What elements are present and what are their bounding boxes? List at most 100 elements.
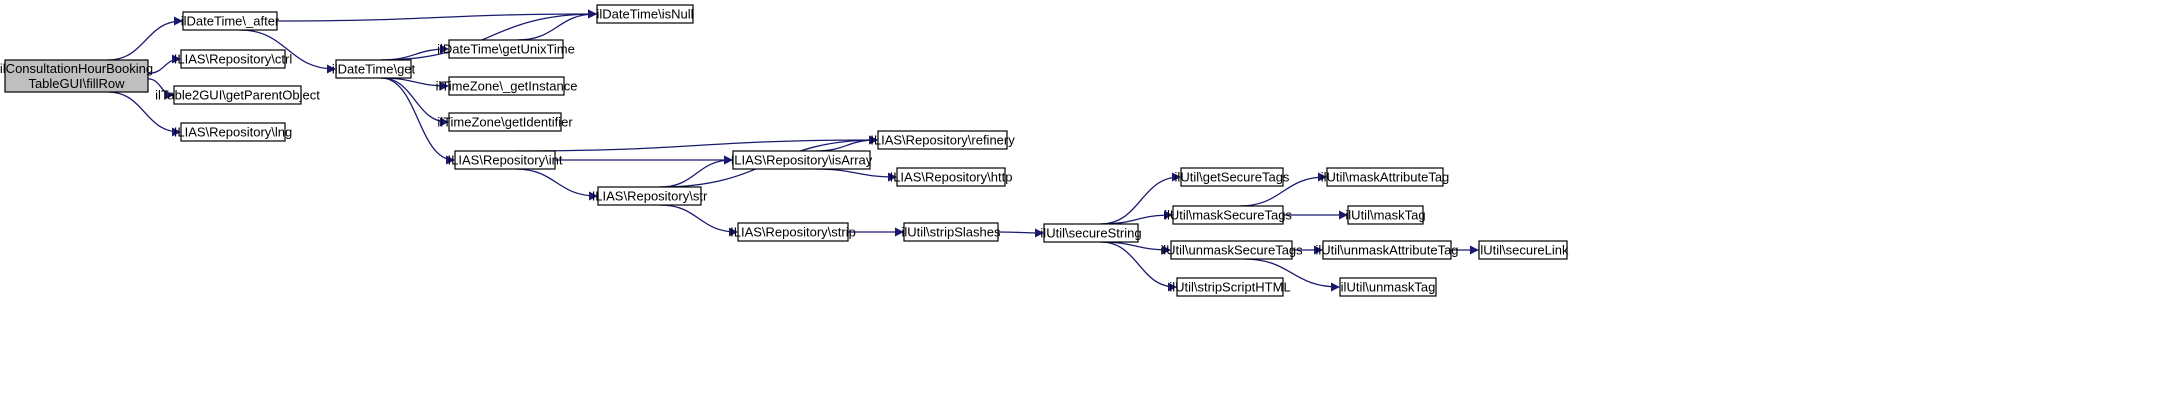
- node-label: ILIAS\Repository\strip: [730, 225, 856, 240]
- edge-arrow: [517, 9, 597, 41]
- node-label: ILIAS\Repository\ctrl: [174, 52, 293, 67]
- node-repo-refinery[interactable]: ILIAS\Repository\refinery: [870, 130, 1015, 150]
- node-tz-instance[interactable]: ilTimeZone\_getInstance: [436, 76, 578, 96]
- node-box: [1043, 223, 1139, 243]
- node-util-masktag[interactable]: ilUtil\maskTag: [1345, 205, 1426, 225]
- node-box: [597, 186, 702, 206]
- node-box: [180, 49, 286, 69]
- node-label: ilUtil\stripScriptHTML: [1169, 280, 1290, 295]
- edge-root-to-repo-ctrl: [147, 54, 181, 75]
- node-box: [1180, 167, 1284, 187]
- node-label: ilDateTime\getUnixTime: [437, 42, 575, 57]
- node-label: ilUtil\getSecureTags: [1175, 170, 1290, 185]
- node-dt-after[interactable]: ilDateTime\_after: [181, 11, 280, 31]
- node-label: ilDateTime\isNull: [596, 7, 693, 22]
- edge-arrow: [514, 168, 598, 201]
- edge-root-to-table2gui: [147, 78, 174, 100]
- node-repo-int[interactable]: ILIAS\Repository\int: [448, 150, 563, 170]
- node-repo-http[interactable]: ILIAS\Repository\http: [890, 167, 1013, 187]
- node-repo-ctrl[interactable]: ILIAS\Repository\ctrl: [174, 49, 293, 69]
- node-label: ilTimeZone\_getInstance: [436, 79, 578, 94]
- node-box: [454, 150, 556, 170]
- edge-layer: [107, 9, 1479, 292]
- edge-util-unmasksecuretags-to-util-unmasktag: [1243, 258, 1340, 292]
- node-label: ILIAS\Repository\refinery: [870, 133, 1015, 148]
- edge-arrow: [1243, 258, 1340, 292]
- edge-util-securestring-to-util-getsecuretags: [1100, 172, 1181, 225]
- node-label: ilUtil\unmaskTag: [1341, 280, 1436, 295]
- edge-repo-str-to-repo-isarray: [659, 155, 733, 188]
- node-label: ilDateTime\_after: [181, 14, 280, 29]
- edge-dt-after-to-dt-isnull: [276, 9, 597, 22]
- edge-repo-int-to-repo-str: [514, 168, 598, 201]
- node-util-unmasktag[interactable]: ilUtil\unmaskTag: [1339, 277, 1437, 297]
- node-table2gui[interactable]: ilTable2GUI\getParentObject: [155, 85, 320, 105]
- node-box: [182, 11, 278, 31]
- node-label: ilUtil\unmaskSecureTags: [1160, 243, 1303, 258]
- edge-util-masksecuretags-to-util-maskattrtag: [1238, 172, 1327, 207]
- node-box: [737, 222, 849, 242]
- edge-arrow: [147, 78, 174, 100]
- edge-arrow: [1100, 172, 1181, 225]
- node-box: [732, 150, 871, 170]
- node-repo-isarray[interactable]: ILIAS\Repository\isArray: [731, 150, 873, 170]
- node-box: [1322, 240, 1452, 260]
- node-repo-str[interactable]: ILIAS\Repository\str: [592, 186, 708, 206]
- node-box: [1172, 205, 1284, 225]
- node-label: ILIAS\Repository\isArray: [731, 153, 873, 168]
- edge-dt-unix-to-dt-isnull: [517, 9, 597, 41]
- edge-arrow: [659, 204, 738, 237]
- node-box: [877, 130, 1008, 150]
- edge-arrow: [815, 168, 897, 182]
- node-box: [4, 59, 149, 93]
- edge-dt-after-to-dt-get: [239, 29, 336, 74]
- node-root[interactable]: ilConsultationHourBookingTableGUI\fillRo…: [0, 59, 153, 93]
- node-box: [1326, 167, 1444, 187]
- node-box: [180, 122, 286, 142]
- node-box: [335, 59, 412, 79]
- node-box: [448, 76, 565, 96]
- edge-root-to-repo-lng: [107, 91, 181, 137]
- edge-dt-get-to-dt-isnull: [380, 9, 597, 61]
- node-label: ilUtil\secureString: [1040, 226, 1141, 241]
- node-repo-lng[interactable]: ILIAS\Repository\lng: [174, 122, 293, 142]
- edge-arrow: [147, 54, 181, 75]
- edge-arrow: [239, 29, 336, 74]
- node-box: [448, 112, 562, 132]
- edge-repo-int-to-repo-refinery: [514, 135, 878, 152]
- node-label: ilUtil\secureLink: [1477, 243, 1569, 258]
- edge-arrow: [997, 228, 1044, 238]
- node-dt-get[interactable]: ilDateTime\get: [332, 59, 416, 79]
- edge-arrow: [107, 16, 183, 61]
- edge-arrow: [276, 9, 597, 22]
- node-util-unmaskattrtag[interactable]: ilUtil\unmaskAttributeTag: [1315, 240, 1459, 260]
- node-box: [448, 39, 564, 59]
- node-util-securelink[interactable]: ilUtil\secureLink: [1477, 240, 1569, 260]
- edge-arrow: [659, 155, 733, 188]
- node-dt-unix[interactable]: ilDateTime\getUnixTime: [437, 39, 575, 59]
- node-util-maskattrtag[interactable]: ilUtil\maskAttributeTag: [1321, 167, 1450, 187]
- edge-util-securestring-to-util-stripscripthtml: [1100, 241, 1177, 292]
- node-tz-ident[interactable]: ilTimeZone\getIdentifier: [437, 112, 573, 132]
- node-label: ilUtil\unmaskAttributeTag: [1315, 243, 1458, 258]
- node-label: ILIAS\Repository\http: [890, 170, 1013, 185]
- node-util-unmasksecuretags[interactable]: ilUtil\unmaskSecureTags: [1160, 240, 1303, 260]
- node-label: ILIAS\Repository\int: [448, 153, 563, 168]
- node-dt-isnull[interactable]: ilDateTime\isNull: [596, 4, 694, 24]
- node-box: [1176, 277, 1284, 297]
- node-label: ILIAS\Repository\lng: [174, 125, 293, 140]
- node-util-securestring[interactable]: ilUtil\secureString: [1040, 223, 1142, 243]
- node-box: [1339, 277, 1437, 297]
- node-label: ilConsultationHourBooking: [0, 61, 153, 76]
- node-util-stripscripthtml[interactable]: ilUtil\stripScriptHTML: [1169, 277, 1291, 297]
- node-util-getsecuretags[interactable]: ilUtil\getSecureTags: [1175, 167, 1290, 187]
- node-util-masksecuretags[interactable]: ilUtil\maskSecureTags: [1164, 205, 1292, 225]
- node-box: [596, 4, 694, 24]
- edge-dt-get-to-repo-int: [380, 77, 455, 165]
- node-layer: ilConsultationHourBookingTableGUI\fillRo…: [0, 4, 1569, 297]
- node-box: [896, 167, 1006, 187]
- edge-repo-str-to-repo-strip: [659, 204, 738, 237]
- node-util-stripslashes[interactable]: ilUtil\stripSlashes: [902, 222, 1001, 242]
- node-repo-strip[interactable]: ILIAS\Repository\strip: [730, 222, 856, 242]
